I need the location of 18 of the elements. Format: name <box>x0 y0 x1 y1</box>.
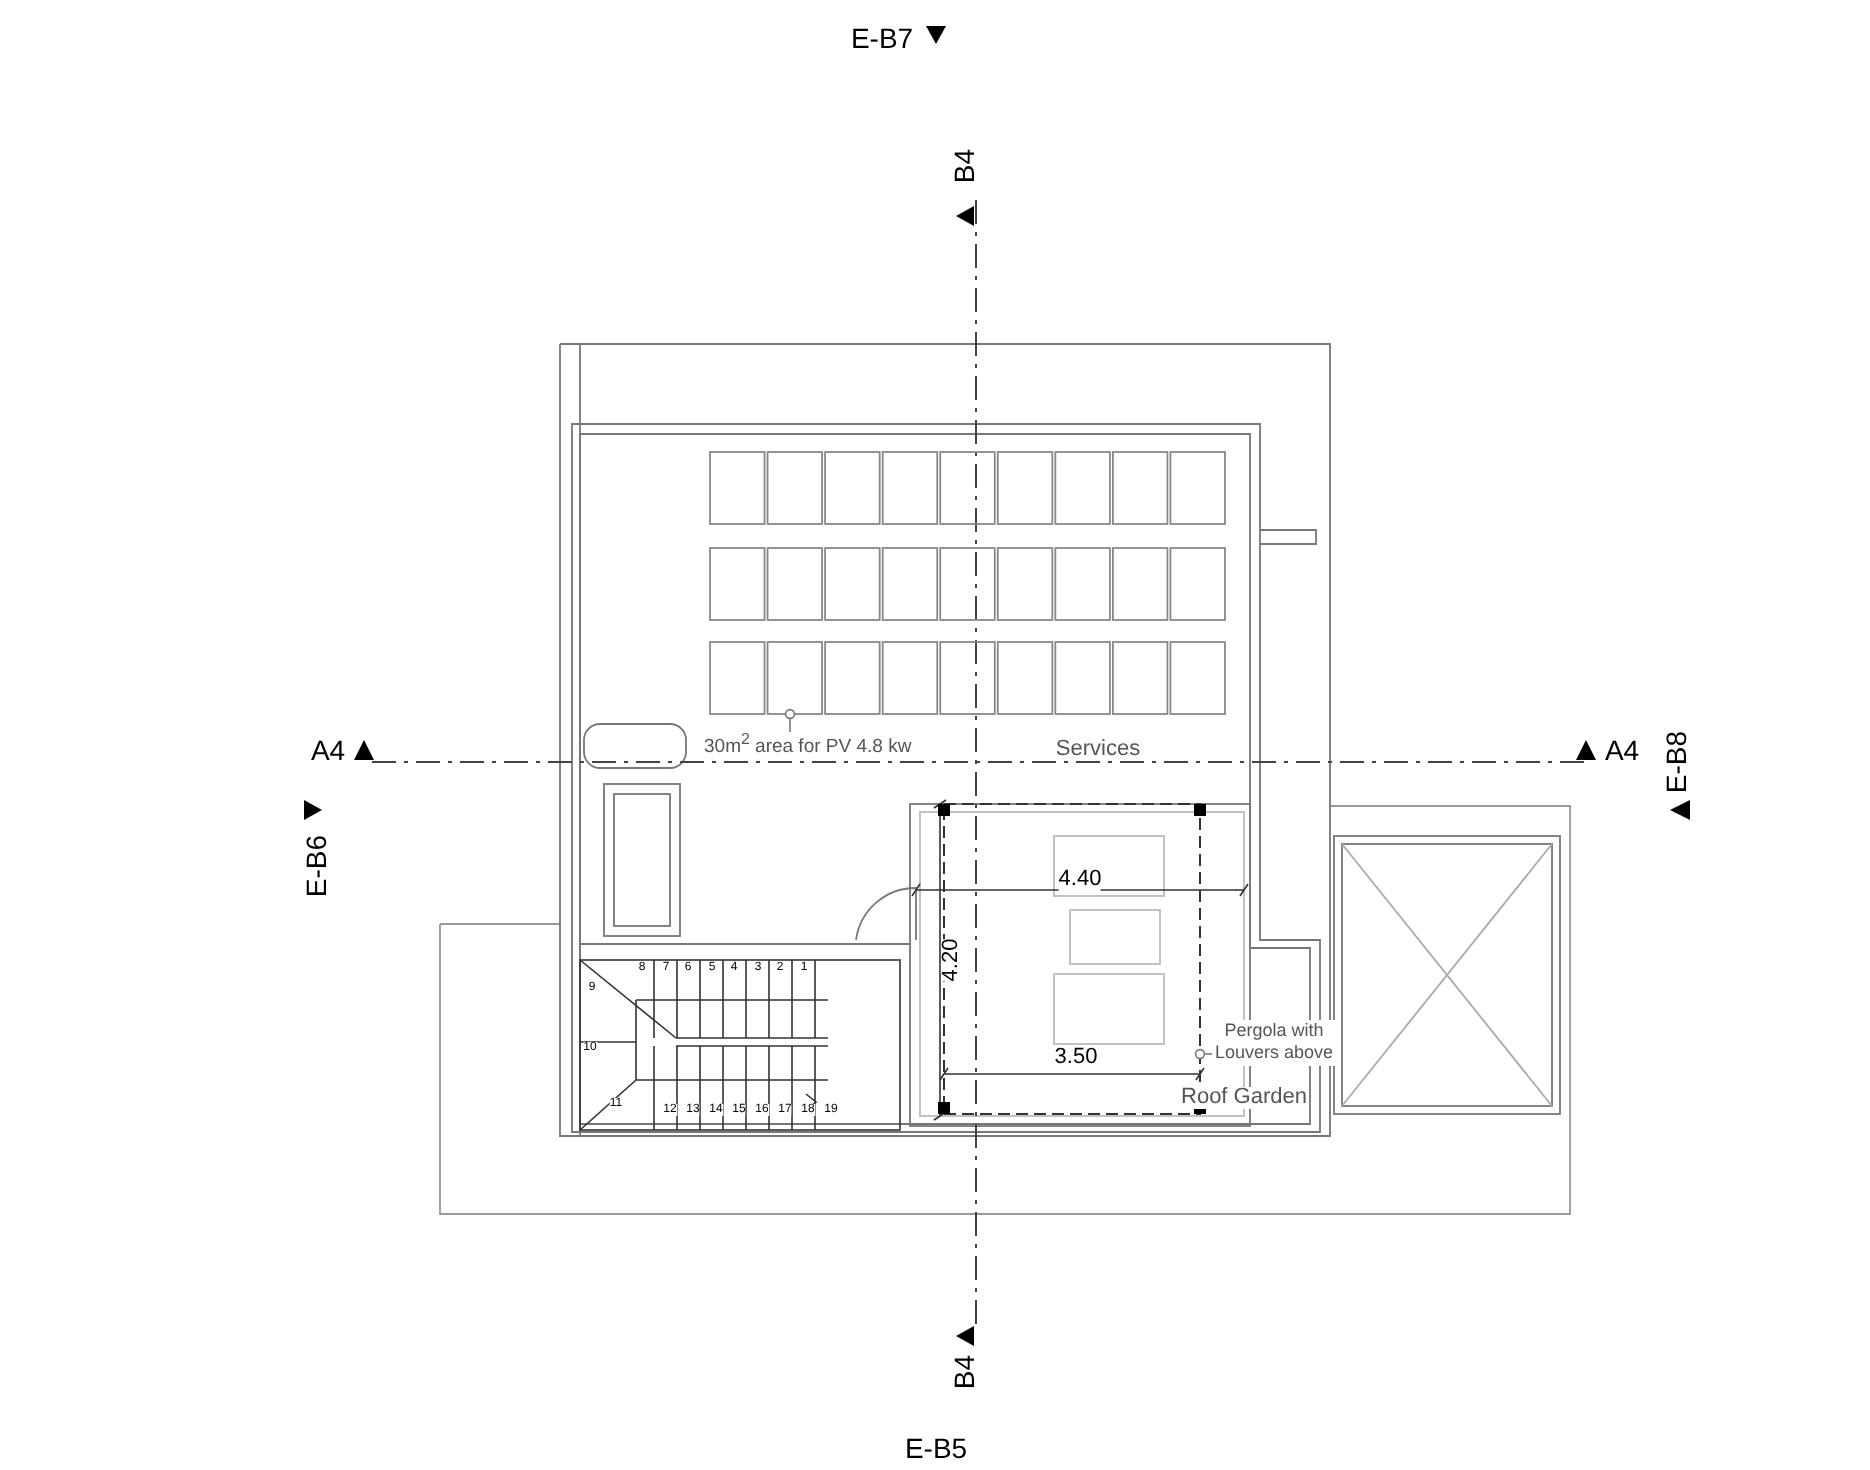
callout-text: Pergola with Louvers above <box>1212 1020 1336 1065</box>
solar-panel-array <box>709 451 1226 715</box>
room-label: Services <box>1055 739 1141 761</box>
room-label: Roof Garden <box>1181 1087 1307 1109</box>
dimension-text: 4.20 <box>941 938 963 982</box>
leader-line <box>1194 1048 1213 1060</box>
section-label: E-B6 <box>302 834 330 898</box>
section-label: E-B7 <box>850 24 914 52</box>
section-label: E-B5 <box>904 1434 968 1462</box>
dimension-text: 3.50 <box>1054 1047 1098 1069</box>
section-label: B4 <box>950 1354 978 1390</box>
area-note: 30m$^{2}$ area for PV 4.8 kw <box>704 732 912 758</box>
dimension-text: 4.40 <box>1058 869 1102 891</box>
section-label: A4 <box>1604 736 1640 764</box>
section-label: A4 <box>310 736 346 764</box>
section-label: B4 <box>950 148 978 184</box>
leader-line <box>784 708 796 733</box>
section-label: E-B8 <box>1662 730 1690 794</box>
